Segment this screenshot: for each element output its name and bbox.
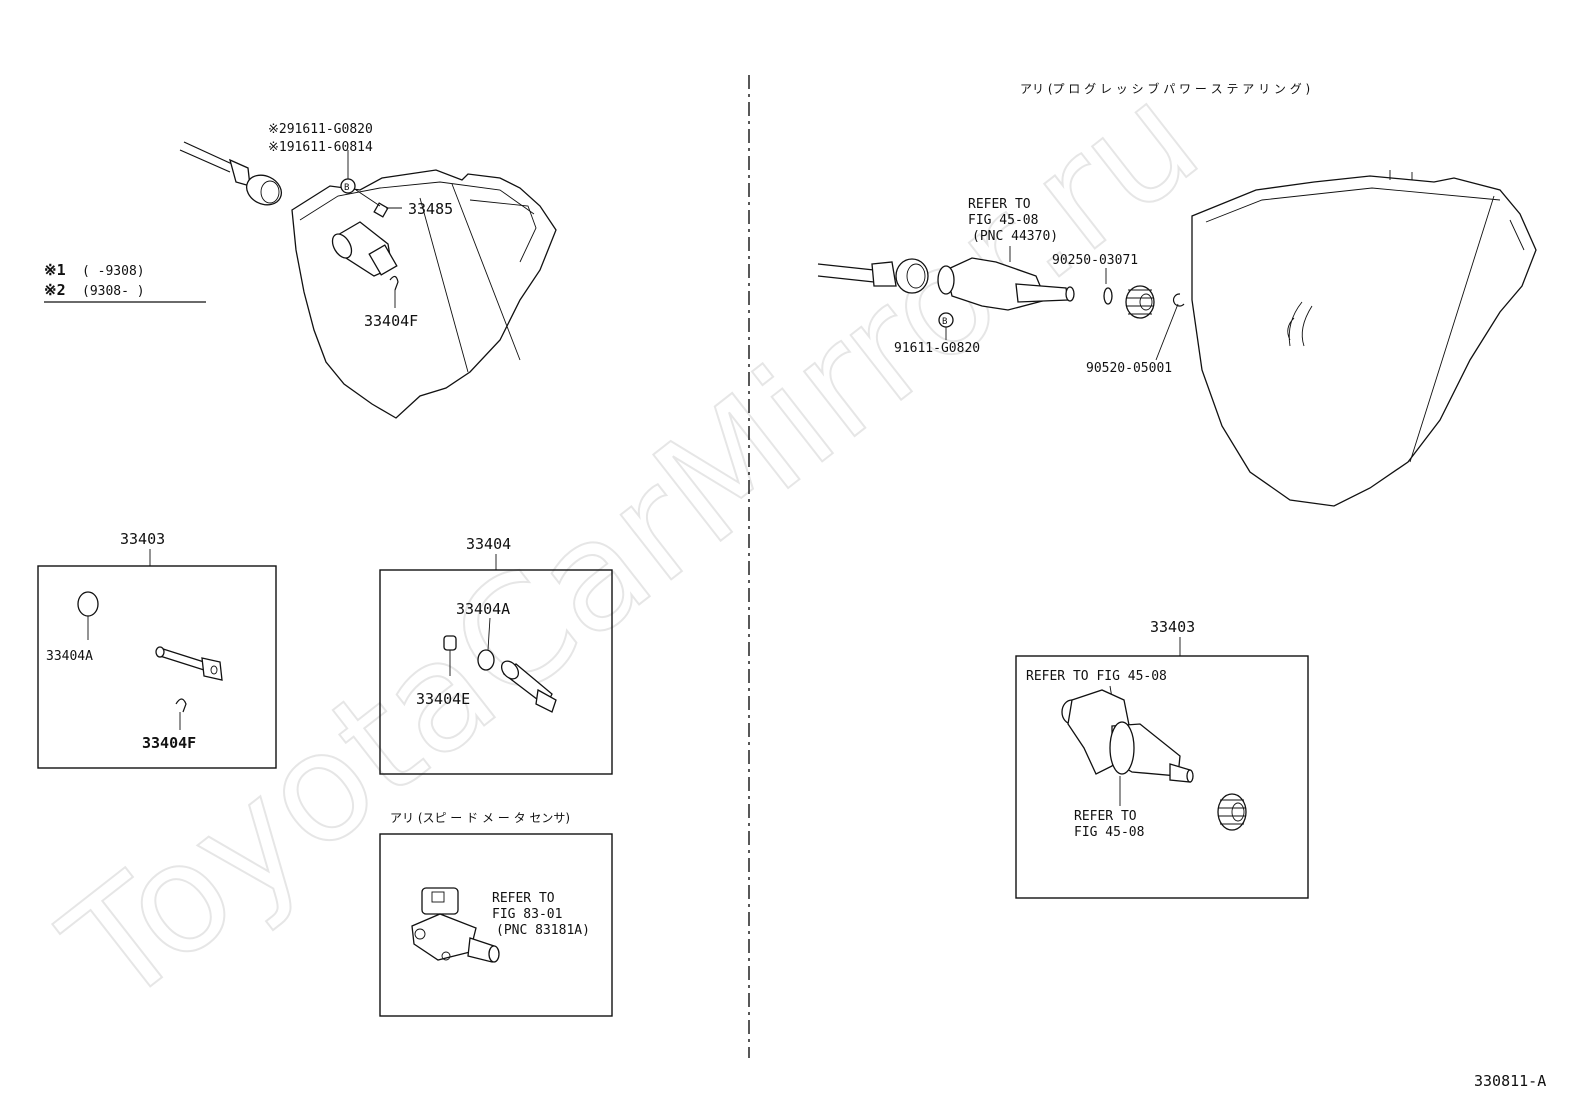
right-refer-line1: REFER TO xyxy=(968,197,1031,212)
right-box-title: 33403 xyxy=(1150,618,1195,636)
right-box-refer-top: REFER TO FIG 45-08 xyxy=(1026,669,1167,684)
right-box-frame xyxy=(1015,655,1309,899)
sensor-box-frame xyxy=(379,833,613,1017)
o-ring-part xyxy=(77,591,99,617)
speed-sensor-box: アリ (スピ ー ド メ ー タ センサ) REFER TO FIG 83-01… xyxy=(379,811,613,1017)
box-33403-title: 33403 xyxy=(120,530,165,548)
plug-part xyxy=(443,635,457,651)
speedometer-driven-gear-kit xyxy=(1061,689,1247,831)
note-2-mark: ※2 xyxy=(44,281,66,299)
label-90250-03071: 90250-03071 xyxy=(1052,253,1138,268)
svg-text:B: B xyxy=(942,317,947,327)
sensor-refer-line2: FIG 83-01 xyxy=(492,907,562,922)
box-33404-label-e: 33404E xyxy=(416,690,470,708)
right-box-refer-b2: FIG 45-08 xyxy=(1074,825,1144,840)
label-91611-g0820: 91611-G0820 xyxy=(894,341,980,356)
applicability-notes: ※1 ( -9308) ※2 (9308- ) xyxy=(44,261,206,303)
sensor-refer-line3: (PNC 83181A) xyxy=(496,923,590,938)
sleeve-part xyxy=(500,660,557,713)
box-33404-label-a: 33404A xyxy=(456,600,510,618)
kit-box-33404: 33404 33404A 33404E xyxy=(379,535,613,775)
left-transmission-assembly: B xyxy=(179,141,557,419)
box-33404-frame xyxy=(379,569,613,775)
sensor-refer-line1: REFER TO xyxy=(492,891,555,906)
label-90520-05001: 90520-05001 xyxy=(1086,361,1172,376)
driven-gear-shaft xyxy=(155,646,223,681)
box-33403-frame xyxy=(37,565,277,769)
label-33485: 33485 xyxy=(408,200,453,218)
speed-sensor-part xyxy=(411,887,500,963)
right-header-title: アリ (プ ロ グ レ ッ シ ブ パ ワ ー ス テ ア リ ン グ ) xyxy=(1020,81,1310,96)
box-33404-title: 33404 xyxy=(466,535,511,553)
svg-text:B: B xyxy=(344,183,349,193)
right-transmission-assembly: B xyxy=(817,170,1537,507)
label-33404f-main: 33404F xyxy=(364,312,418,330)
right-box-refer-b1: REFER TO xyxy=(1074,809,1137,824)
kit-box-33403-right: 33403 REFER TO FIG 45-08 REFER TO FIG 45… xyxy=(1015,618,1309,899)
box-33403-label-a: 33404A xyxy=(46,649,93,664)
box-33403-label-f: 33404F xyxy=(142,734,196,752)
note-1-range: ( -9308) xyxy=(82,264,145,279)
sensor-box-title: アリ (スピ ー ド メ ー タ センサ) xyxy=(390,811,570,825)
label-ref-a: ※291611-G0820 xyxy=(268,122,373,137)
note-1-mark: ※1 xyxy=(44,261,66,279)
kit-box-33403-left: 33403 33404A 33404F xyxy=(37,530,277,769)
watermark-text: ToyotaCarMirror.ru xyxy=(34,52,1229,1039)
right-refer-line2: FIG 45-08 xyxy=(968,213,1038,228)
figure-id: 330811-A xyxy=(1474,1072,1546,1090)
note-2-range: (9308- ) xyxy=(82,284,145,299)
label-ref-b: ※191611-60814 xyxy=(268,140,373,155)
right-refer-line3: (PNC 44370) xyxy=(972,229,1058,244)
pin-part xyxy=(175,698,187,713)
o-ring-part-2 xyxy=(477,649,495,671)
